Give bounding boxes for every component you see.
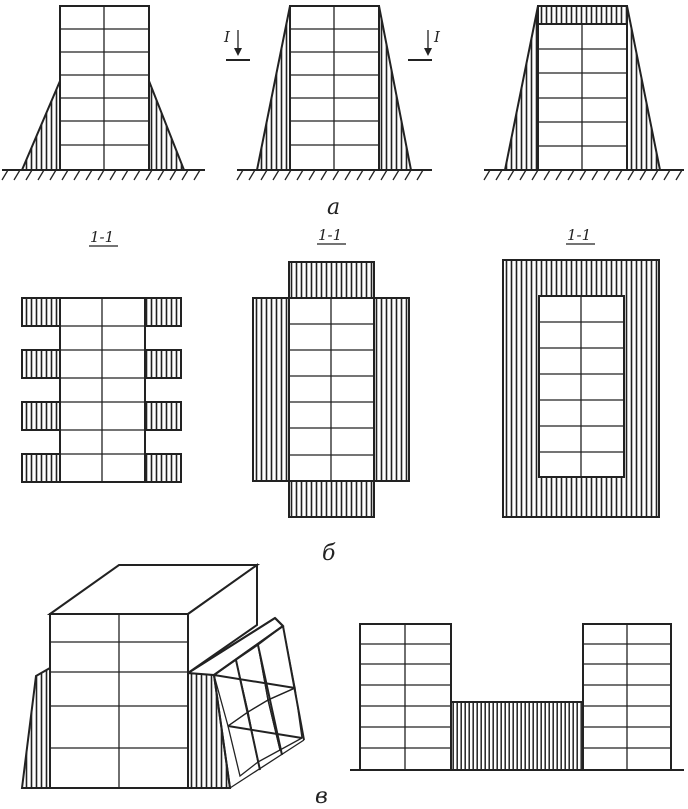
elevation-3	[483, 5, 684, 181]
pad-left	[21, 349, 61, 379]
section-title-3: 1-1	[566, 226, 595, 245]
connecting-slab	[450, 701, 584, 771]
section-mark-label: I	[433, 28, 441, 46]
section-title-2: 1-1	[317, 226, 346, 245]
section-mark-left: I	[223, 28, 250, 61]
pad-left	[252, 297, 290, 482]
buttress-right	[378, 5, 413, 171]
pad-right	[144, 401, 182, 431]
buttress-right	[626, 5, 662, 171]
roof-band	[537, 5, 628, 25]
buttress-right	[148, 80, 186, 171]
pad-bottom	[288, 480, 375, 518]
plan-1	[21, 297, 182, 483]
section-label: 1-1	[318, 226, 342, 244]
elevation-2: I I	[223, 5, 441, 181]
section-title-1: 1-1	[89, 228, 118, 247]
pad-right	[144, 297, 182, 327]
plan-3	[502, 259, 660, 518]
twin-tower-elevation	[350, 623, 684, 771]
elevation-1	[1, 5, 205, 181]
pad-left	[21, 453, 61, 483]
buttress-left	[503, 5, 539, 171]
pad-top	[288, 261, 375, 299]
label-b: б	[322, 541, 336, 566]
plan-2	[252, 261, 410, 518]
pad-left	[21, 401, 61, 431]
pad-right	[144, 349, 182, 379]
pad-right	[144, 453, 182, 483]
buttress-left	[20, 666, 51, 789]
label-a: а	[327, 195, 340, 220]
buttress-left	[20, 80, 61, 171]
section-mark-right: I	[408, 28, 441, 61]
section-mark-label: I	[223, 28, 231, 46]
pad-left	[21, 297, 61, 327]
section-label: 1-1	[567, 226, 591, 244]
pad-right	[373, 297, 410, 482]
section-label: 1-1	[90, 228, 114, 246]
buttress-left	[255, 5, 291, 171]
isometric-view	[20, 563, 305, 789]
label-v: в	[315, 784, 328, 809]
